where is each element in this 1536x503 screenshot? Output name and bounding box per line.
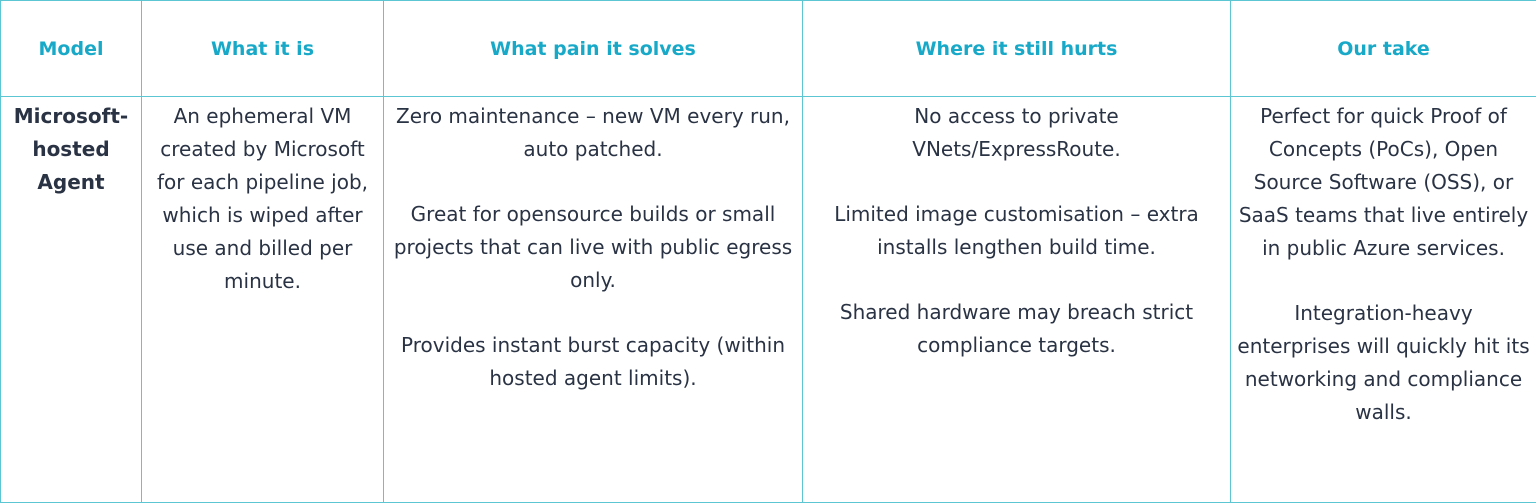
pain-solves-paragraph: Zero maintenance – new VM every run, aut…: [396, 104, 790, 161]
still-hurts-paragraph: Shared hardware may breach strict compli…: [839, 300, 1194, 357]
our-take-paragraph: Integration-heavy enterprises will quick…: [1237, 301, 1530, 424]
still-hurts-paragraph: Limited image customisation – extra inst…: [834, 202, 1199, 259]
cell-what-it-is: An ephemeral VM created by Microsoft for…: [141, 96, 384, 503]
pain-solves-paragraph: Great for opensource builds or small pro…: [393, 202, 793, 292]
cell-our-take: Perfect for quick Proof of Concepts (PoC…: [1230, 96, 1536, 503]
our-take-paragraph: Perfect for quick Proof of Concepts (PoC…: [1238, 104, 1529, 260]
header-model: Model: [0, 0, 142, 97]
header-our-take: Our take: [1230, 0, 1536, 97]
table-row: Microsoft-hosted Agent An ephemeral VM c…: [0, 96, 1536, 503]
table-header-row: Model What it is What pain it solves Whe…: [0, 0, 1536, 97]
cell-model: Microsoft-hosted Agent: [0, 96, 142, 503]
pain-solves-paragraph: Provides instant burst capacity (within …: [401, 333, 785, 390]
header-where-it-still-hurts: Where it still hurts: [802, 0, 1231, 97]
cell-still-hurts: No access to private VNets/ExpressRoute.…: [802, 96, 1231, 503]
header-what-pain-it-solves: What pain it solves: [383, 0, 803, 97]
cell-pain-solves: Zero maintenance – new VM every run, aut…: [383, 96, 803, 503]
header-what-it-is: What it is: [141, 0, 384, 97]
still-hurts-paragraph: No access to private VNets/ExpressRoute.: [912, 104, 1121, 161]
